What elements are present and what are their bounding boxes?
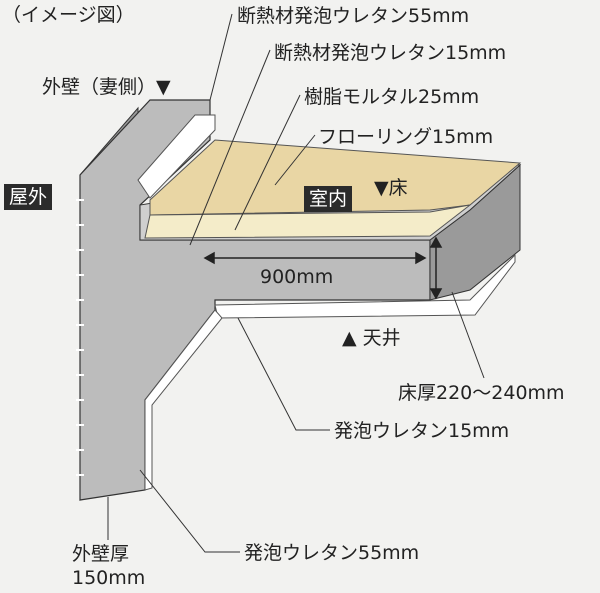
mortar-layer: [144, 204, 471, 239]
label-wall-thickness-1: 外壁厚: [72, 543, 130, 565]
span-dimension: [203, 251, 427, 265]
label-floor-mark: ▼床: [374, 177, 408, 199]
floor-thickness-dimension: [429, 236, 443, 300]
leader-lines: [107, 13, 485, 553]
label-floor-thickness: 床厚220〜240mm: [398, 382, 565, 404]
label-flooring: フローリング15mm: [318, 126, 494, 148]
label-outdoor: 屋外: [4, 184, 53, 210]
label-resin-mortar: 樹脂モルタル25mm: [304, 86, 480, 108]
label-ceiling: ▲ 天井: [342, 327, 401, 349]
label-indoor: 室内: [304, 186, 353, 212]
label-insulation-15: 断熱材発泡ウレタン15mm: [274, 42, 507, 64]
wall-insulation-strip: [137, 114, 216, 199]
label-foam-15: 発泡ウレタン15mm: [334, 420, 510, 442]
label-wall-thickness-2: 150mm: [72, 567, 146, 589]
label-insulation-55: 断熱材発泡ウレタン55mm: [237, 5, 470, 27]
siding-ticks: [76, 199, 84, 476]
wall-lower-insulation: [144, 309, 223, 491]
caption: （イメージ図）: [2, 4, 135, 26]
label-foam-55: 発泡ウレタン55mm: [244, 542, 420, 564]
label-span: 900mm: [260, 266, 334, 288]
label-outer-wall-gable: 外壁（妻側）▼: [42, 76, 171, 98]
